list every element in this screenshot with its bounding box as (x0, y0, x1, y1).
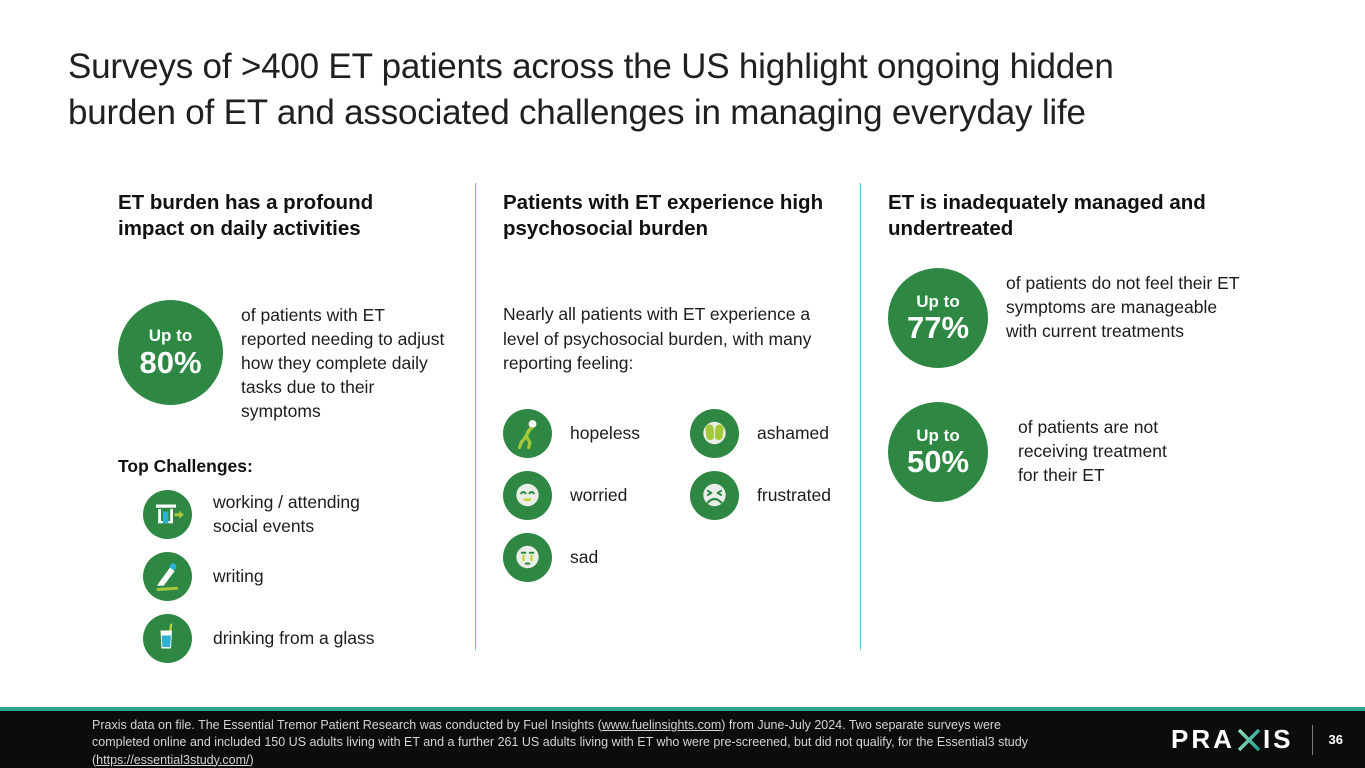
feeling-ashamed: ashamed (690, 408, 831, 458)
feeling-ashamed-label: ashamed (757, 422, 829, 443)
feelings-column-right: ashamed frustrated (690, 408, 831, 595)
essential3study-link[interactable]: https://essential3study.com/ (96, 752, 250, 767)
footer-bar: Praxis data on file. The Essential Tremo… (0, 707, 1365, 768)
feeling-worried-label: worried (570, 484, 628, 505)
column-1-header: ET burden has a profound impact on daily… (118, 191, 374, 241)
slide-title-line2: burden of ET and associated challenges i… (68, 93, 1086, 133)
praxis-logo-pra: PRA (1171, 724, 1235, 754)
stat-77-description: of patients do not feel their ET symptom… (1006, 273, 1240, 342)
column-psychosocial: Patients with ET experience high psychos… (503, 190, 848, 595)
stat-80-prefix: Up to (148, 326, 193, 346)
sad-face-icon (503, 532, 552, 582)
footer-citation-line2: completed online and included 150 US adu… (92, 735, 1028, 750)
praxis-x-icon (1237, 728, 1261, 751)
frustrated-face-icon (690, 470, 739, 520)
feeling-sad: sad (503, 532, 690, 582)
hopeless-person-icon (503, 408, 552, 458)
building-arrow-icon (143, 490, 192, 540)
feeling-sad-label: sad (570, 546, 599, 567)
column-undertreated: ET is inadequately managed and undertrea… (888, 190, 1288, 503)
page-number: 36 (1328, 732, 1343, 747)
challenge-working-label: working / attending social events (213, 492, 360, 536)
stat-50-description: of patients are not receiving treatment … (1018, 417, 1167, 486)
feeling-hopeless: hopeless (503, 408, 690, 458)
stat-50-prefix: Up to (916, 425, 960, 445)
challenge-writing: writing (143, 552, 463, 602)
stat-80-description: of patients with ET reported needing to … (241, 305, 445, 422)
top-challenges-heading: Top Challenges: (118, 456, 253, 477)
footer-text-3: ( (92, 752, 97, 767)
fuelinsights-link[interactable]: www.fuelinsights.com (601, 718, 722, 732)
ashamed-face-icon (690, 408, 739, 458)
footer-text-1: Praxis data on file. The Essential Tremo… (92, 718, 602, 732)
praxis-logo: PRA IS (1171, 724, 1293, 755)
column-daily-activities: ET burden has a profound impact on daily… (118, 190, 463, 664)
feelings-column-left: hopeless worried (503, 408, 690, 595)
stat-77-prefix: Up to (916, 291, 960, 311)
drinking-glass-icon (143, 614, 192, 664)
stat-77-circle: Up to 77% (888, 268, 988, 369)
stat-50-row: Up to 50% of patients are not receiving … (888, 402, 1288, 503)
feeling-frustrated-label: frustrated (757, 484, 831, 505)
column-divider-1 (475, 183, 476, 650)
stat-80-circle: Up to 80% (118, 300, 223, 406)
column-2-header: Patients with ET experience high psychos… (503, 191, 824, 241)
slide-title: Surveys of >400 ET patients across the U… (68, 44, 1308, 136)
feeling-hopeless-label: hopeless (570, 422, 641, 443)
footer-citation: Praxis data on file. The Essential Tremo… (92, 717, 1172, 768)
column-divider-2 (860, 183, 861, 650)
slide-title-line1: Surveys of >400 ET patients across the U… (68, 47, 1114, 86)
pencil-icon (143, 552, 192, 602)
feelings-grid: hopeless worried (503, 408, 848, 595)
stat-50-value: 50% (906, 444, 970, 480)
footer-citation-line3: (https://essential3study.com/) (92, 752, 1172, 768)
stat-50-circle: Up to 50% (888, 402, 988, 503)
psychosocial-intro: Nearly all patients with ET experience a… (503, 304, 812, 374)
stat-77-row: Up to 77% of patients do not feel their … (888, 268, 1288, 369)
challenge-drinking: drinking from a glass (143, 614, 463, 664)
challenge-writing-label: writing (213, 566, 264, 586)
column-3-header: ET is inadequately managed and undertrea… (888, 191, 1206, 241)
stat-80-value: 80% (139, 344, 202, 380)
challenge-drinking-label: drinking from a glass (213, 628, 375, 648)
praxis-logo-is: IS (1262, 724, 1294, 754)
feeling-frustrated: frustrated (690, 470, 831, 520)
stat-80-row: Up to 80% of patients with ET reported n… (118, 300, 463, 424)
footer-text-4: ) (249, 752, 254, 767)
challenge-working: working / attending social events (143, 490, 463, 540)
worried-face-icon (503, 470, 552, 520)
feeling-worried: worried (503, 470, 690, 520)
page-number-divider (1311, 724, 1313, 755)
footer-right: PRA IS 36 (1171, 711, 1351, 768)
footer-text-2: ) from June-July 2024. Two separate surv… (721, 718, 1002, 732)
stat-77-value: 77% (906, 310, 970, 346)
footer-citation-line1: Praxis data on file. The Essential Tremo… (92, 717, 1172, 734)
